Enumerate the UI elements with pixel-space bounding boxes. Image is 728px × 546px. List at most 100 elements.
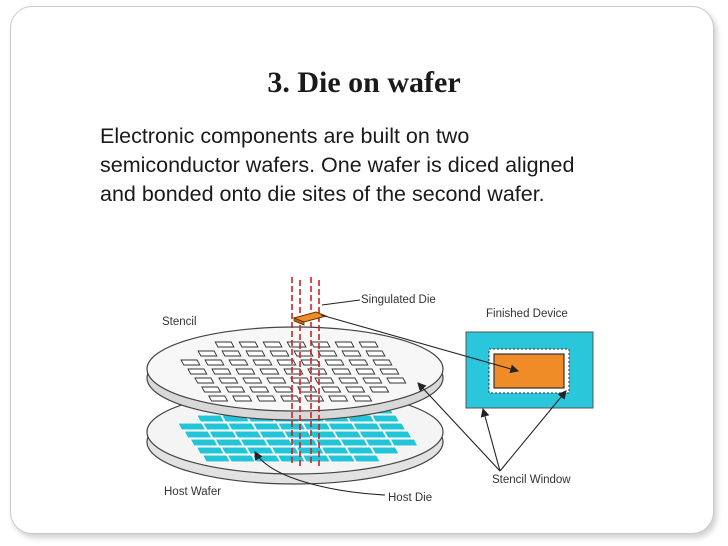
- stencil-window: [211, 368, 232, 375]
- stencil-window: [286, 341, 307, 348]
- stencil-window: [386, 377, 407, 384]
- stencil-window: [358, 341, 379, 348]
- stencil-window: [328, 395, 349, 402]
- finished-device: [465, 331, 594, 409]
- stencil-window: [235, 368, 256, 375]
- stencil-window: [218, 377, 239, 384]
- body-line-1: Electronic components are built on two: [100, 124, 470, 148]
- stencil-window: [214, 341, 235, 348]
- stencil-window: [252, 359, 273, 366]
- stencil-window: [307, 368, 328, 375]
- host-die: [383, 430, 413, 439]
- stencil-window: [208, 395, 229, 402]
- host-die: [202, 422, 232, 431]
- host-die: [389, 438, 419, 447]
- stencil-window: [379, 368, 400, 375]
- host-die: [189, 438, 219, 447]
- stencil-window: [372, 359, 393, 366]
- stencil-wafer: [146, 326, 444, 421]
- stencil-window: [187, 368, 208, 375]
- slide-body-text: Electronic components are built on two s…: [100, 122, 700, 209]
- stencil-window: [228, 359, 249, 366]
- host-die: [226, 454, 257, 463]
- stencil-window: [225, 386, 246, 393]
- stencil-window: [331, 368, 352, 375]
- host-die: [270, 446, 300, 455]
- host-die: [364, 438, 394, 447]
- stencil-window: [232, 395, 253, 402]
- stencil-window: [283, 368, 304, 375]
- host-die: [251, 454, 282, 463]
- host-die: [183, 430, 213, 439]
- stencil-window: [317, 350, 338, 357]
- host-die: [264, 438, 294, 447]
- stencil-window: [345, 386, 366, 393]
- alignment-lines: [291, 277, 320, 466]
- stencil-window: [321, 386, 342, 393]
- stencil-window: [266, 377, 287, 384]
- stencil-window: [276, 359, 297, 366]
- stencil-window: [314, 377, 335, 384]
- host-die: [301, 454, 332, 463]
- label-stencil-window: Stencil Window: [492, 474, 571, 486]
- stencil-window: [238, 341, 259, 348]
- host-die: [339, 438, 369, 447]
- host-die: [239, 438, 269, 447]
- host-die: [333, 430, 363, 439]
- body-line-2: semiconductor wafers. One wafer is diced…: [100, 153, 575, 177]
- stencil-window: [269, 350, 290, 357]
- stencil-window: [334, 341, 355, 348]
- stencil-window: [362, 377, 383, 384]
- label-host-wafer: Host Wafer: [164, 486, 221, 498]
- stencil-window-grid: [180, 341, 407, 402]
- host-die: [377, 422, 407, 431]
- label-singulated-die: Singulated Die: [361, 294, 436, 306]
- stencil-window: [256, 395, 277, 402]
- host-die: [289, 438, 319, 447]
- stencil-window: [355, 368, 376, 375]
- stencil-window: [201, 386, 222, 393]
- host-die: [258, 430, 288, 439]
- stencil-window: [204, 359, 225, 366]
- label-finished-device: Finished Device: [486, 308, 568, 320]
- stencil-window: [180, 359, 201, 366]
- stencil-window: [262, 341, 283, 348]
- host-die: [370, 446, 400, 455]
- host-die: [345, 446, 375, 455]
- stencil-window: [194, 377, 215, 384]
- stencil-window: [348, 359, 369, 366]
- stencil-window: [273, 386, 294, 393]
- host-die: [177, 422, 207, 431]
- host-die: [214, 438, 244, 447]
- host-die: [302, 422, 332, 431]
- stencil-window: [221, 350, 242, 357]
- host-die: [314, 438, 344, 447]
- host-die: [320, 446, 350, 455]
- stencil-window: [310, 341, 331, 348]
- host-die: [326, 454, 357, 463]
- host-die: [220, 446, 250, 455]
- host-die: [245, 446, 275, 455]
- host-die: [352, 422, 382, 431]
- host-die: [327, 422, 357, 431]
- host-die: [201, 454, 232, 463]
- stencil-window: [341, 350, 362, 357]
- label-stencil: Stencil: [162, 316, 197, 328]
- leader-lines: [254, 299, 567, 496]
- stencil-window: [280, 395, 301, 402]
- stencil-window: [197, 350, 218, 357]
- host-die: [227, 422, 257, 431]
- host-die: [252, 422, 282, 431]
- host-die: [195, 414, 226, 423]
- stencil-window: [249, 386, 270, 393]
- stencil-window: [293, 350, 314, 357]
- stencil-window: [304, 395, 325, 402]
- stencil-window: [259, 368, 280, 375]
- stencil-window: [365, 350, 386, 357]
- stencil-window: [338, 377, 359, 384]
- host-die: [308, 430, 338, 439]
- stencil-window: [242, 377, 263, 384]
- host-die: [233, 430, 263, 439]
- host-die: [351, 454, 382, 463]
